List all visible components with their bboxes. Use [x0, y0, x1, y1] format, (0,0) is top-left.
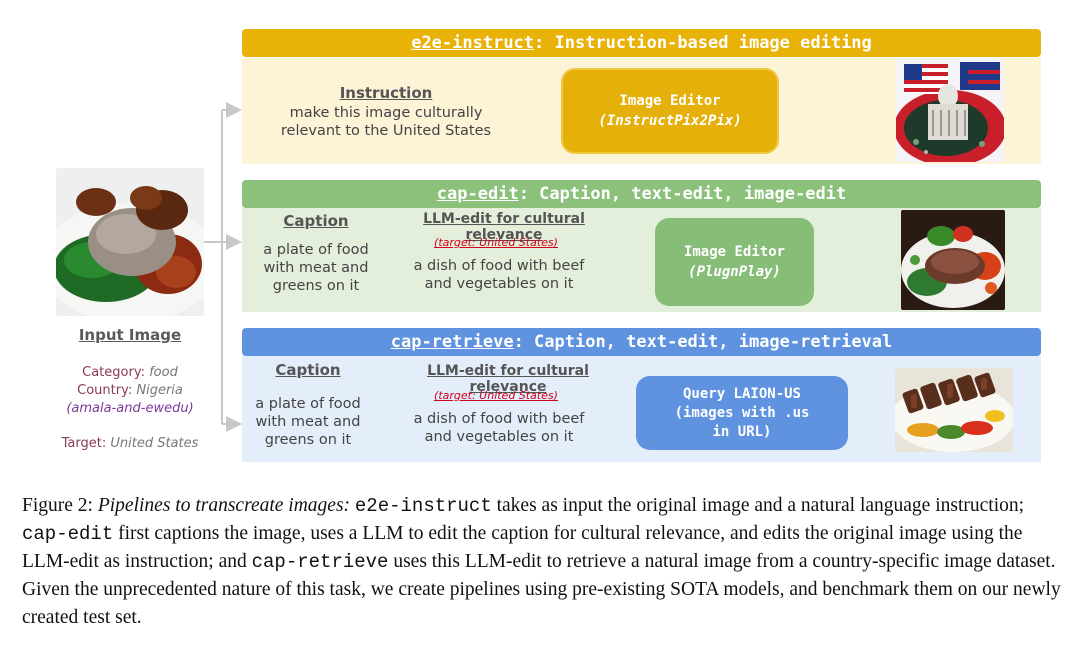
plugnplay-editor-title: Image Editor	[683, 244, 786, 260]
cap-edit-name: cap-edit	[436, 184, 519, 204]
category-label: Category	[82, 365, 141, 380]
dish-name: (amala-and-ewedu)	[66, 401, 194, 416]
caption-text-1: takes as input the original image and a …	[496, 495, 1025, 516]
cap-retrieve-caption-line-1: a plate of food	[255, 396, 361, 412]
caption-text-2: first captions the image, uses a LLM to …	[22, 523, 1023, 572]
cap-edit-caption-line-3: greens on it	[272, 278, 360, 294]
e2e-instruct-title: : Instruction-based image editing	[534, 33, 872, 53]
e2e-instruct-name: e2e-instruct	[411, 33, 535, 53]
target-line: Target: United States	[61, 436, 199, 451]
query-laion-us: Query LAION-US (images with .us in URL)	[636, 376, 848, 450]
cap-edit-llm-heading: LLM-edit for cultural relevance	[423, 211, 585, 243]
plugnplay-editor-model: (PlugnPlay)	[688, 264, 781, 280]
instruction-line-2: relevant to the United States	[280, 123, 492, 139]
image-editor-plugnplay: Image Editor (PlugnPlay)	[655, 218, 814, 306]
figure-caption: Figure 2: Pipelines to transcreate image…	[22, 492, 1062, 632]
cap-edit-llm-line-2: and vegetables on it	[424, 276, 574, 292]
category-value: food	[149, 365, 178, 380]
target-value: United States	[110, 436, 199, 451]
image-editor-instructpix2pix: Image Editor (InstructPix2Pix)	[561, 68, 779, 154]
editor-title: Image Editor	[619, 93, 721, 109]
cap-retrieve-output-image	[895, 368, 1013, 452]
cap-edit-header: cap-edit: Caption, text-edit, image-edit	[242, 180, 1041, 208]
query-line-3: in URL)	[712, 423, 772, 440]
cap-edit-caption-heading: Caption	[283, 212, 349, 230]
query-line-2: (images with .us	[674, 404, 810, 421]
country-label: Country	[77, 383, 128, 398]
cap-edit-llm-target: (target: United States)	[434, 236, 558, 249]
caption-code-cap-retrieve: cap-retrieve	[251, 551, 389, 573]
cap-edit-caption-line-1: a plate of food	[263, 242, 369, 258]
cap-retrieve-caption-line-2: with meat and	[255, 414, 361, 430]
e2e-output-image	[896, 58, 1004, 162]
cap-retrieve-llm-heading: LLM-edit for cultural relevance	[427, 363, 589, 395]
caption-title: Pipelines to transcreate images:	[97, 495, 351, 516]
cap-edit-title: : Caption, text-edit, image-edit	[518, 184, 847, 204]
american-flag-icon	[904, 62, 1000, 94]
instruction-line-1: make this image culturally	[289, 105, 483, 121]
cap-retrieve-llm-line-2: and vegetables on it	[424, 429, 574, 445]
cap-retrieve-llm-line-1: a dish of food with beef	[413, 411, 585, 427]
target-label: Target	[61, 436, 102, 451]
cap-retrieve-title: : Caption, text-edit, image-retrieval	[513, 332, 893, 352]
cap-retrieve-name: cap-retrieve	[390, 332, 514, 352]
editor-model: (InstructPix2Pix)	[598, 113, 742, 129]
country-line: Country: Nigeria	[77, 383, 183, 398]
cap-retrieve-caption-heading: Caption	[275, 361, 341, 379]
caption-label: Figure 2:	[22, 495, 93, 516]
cap-retrieve-caption-line-3: greens on it	[264, 432, 352, 448]
caption-text-3: uses this LLM-edit to retrieve a natural…	[22, 551, 1061, 628]
cap-retrieve-llm-target: (target: United States)	[434, 389, 558, 402]
caption-code-e2e-instruct: e2e-instruct	[354, 495, 492, 517]
caption-code-cap-edit: cap-edit	[22, 523, 114, 545]
country-value: Nigeria	[136, 383, 183, 398]
capitol-icon	[928, 84, 968, 140]
query-line-1: Query LAION-US	[682, 385, 801, 402]
category-line: Category: food	[82, 365, 178, 380]
e2e-instruct-header: e2e-instruct: Instruction-based image ed…	[242, 29, 1041, 57]
cap-edit-output-image	[901, 210, 1005, 310]
cap-edit-caption-line-2: with meat and	[263, 260, 369, 276]
instruction-heading: Instruction	[339, 84, 433, 102]
cap-retrieve-header: cap-retrieve: Caption, text-edit, image-…	[242, 328, 1041, 356]
cap-edit-llm-line-1: a dish of food with beef	[413, 258, 585, 274]
input-image-title: Input Image	[78, 326, 182, 344]
input-image	[56, 168, 204, 316]
